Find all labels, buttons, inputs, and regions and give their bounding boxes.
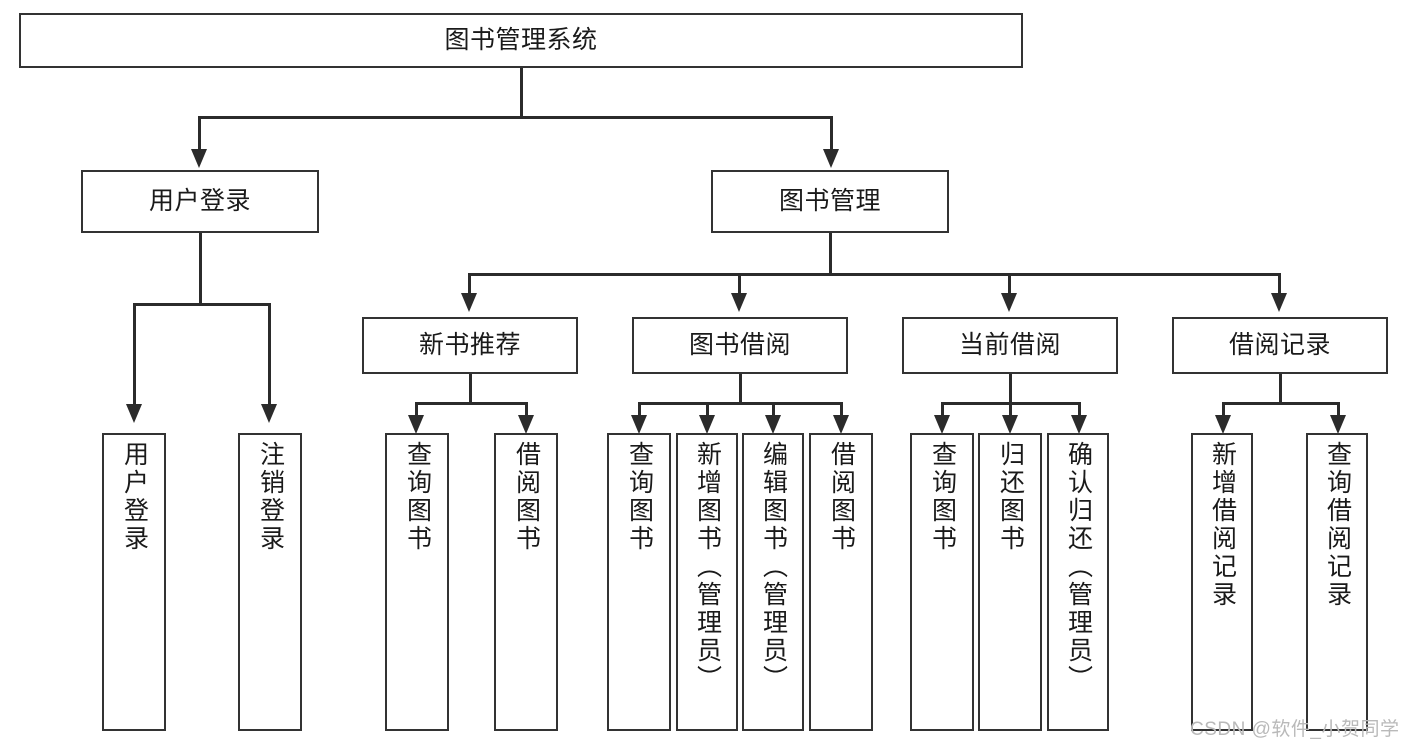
connector-current-borrow-leaf-1 <box>941 402 944 420</box>
node-new-book-recommend[interactable]: 新书推荐 <box>362 317 578 374</box>
connector-book-manage-bus <box>468 273 1280 276</box>
connector-current-borrow-leaf-3 <box>1078 402 1081 420</box>
connector-user-login-bus <box>133 303 270 306</box>
leaf-user-login[interactable]: 用户登录 <box>102 433 166 731</box>
connector-book-manage-stem <box>829 233 832 273</box>
connector-root-stem <box>520 68 523 116</box>
arrowhead-current-borrow-leaf-2 <box>1002 415 1018 434</box>
node-label: 图书管理系统 <box>444 25 598 54</box>
node-label: 编辑图书（管理员） <box>759 441 788 693</box>
node-label: 借阅图书 <box>827 441 856 553</box>
arrowhead-book-manage <box>823 149 839 168</box>
arrowhead-current-borrow <box>1001 293 1017 312</box>
arrowhead-new-book-leaf-2 <box>518 415 534 434</box>
leaf-current-query-book[interactable]: 查询图书 <box>910 433 974 731</box>
connector-to-current-borrow <box>1008 273 1011 297</box>
node-label: 确认归还（管理员） <box>1064 441 1093 693</box>
node-label: 新增借阅记录 <box>1208 441 1237 609</box>
connector-to-borrow-record <box>1278 273 1281 297</box>
node-label: 借阅图书 <box>512 441 541 553</box>
arrowhead-book-borrow-leaf-2 <box>699 415 715 434</box>
arrowhead-new-book <box>461 293 477 312</box>
node-label: 当前借阅 <box>958 330 1061 359</box>
connector-current-borrow-leaf-2 <box>1009 402 1012 420</box>
connector-book-borrow-leaf-3 <box>772 402 775 420</box>
leaf-record-query-record[interactable]: 查询借阅记录 <box>1306 433 1368 731</box>
arrowhead-current-borrow-leaf-3 <box>1071 415 1087 434</box>
arrowhead-leaf-user-login <box>126 404 142 423</box>
connector-user-login-leaf-2 <box>268 303 271 407</box>
node-root-system[interactable]: 图书管理系统 <box>19 13 1023 68</box>
leaf-newbook-query-book[interactable]: 查询图书 <box>385 433 449 731</box>
connector-book-borrow-leaf-1 <box>638 402 641 420</box>
connector-new-book-leaf-2 <box>525 402 528 420</box>
node-label: 新增图书（管理员） <box>693 441 722 693</box>
connector-new-book-leaf-1 <box>415 402 418 420</box>
arrowhead-leaf-logout <box>261 404 277 423</box>
connector-to-book-borrow <box>738 273 741 297</box>
arrowhead-book-borrow <box>731 293 747 312</box>
node-current-borrow[interactable]: 当前借阅 <box>902 317 1118 374</box>
leaf-borrow-query-book[interactable]: 查询图书 <box>607 433 671 731</box>
connector-user-login-stem <box>199 233 202 303</box>
node-borrow-record[interactable]: 借阅记录 <box>1172 317 1388 374</box>
connector-current-borrow-stem <box>1009 374 1012 402</box>
leaf-current-confirm-return-admin[interactable]: 确认归还（管理员） <box>1047 433 1109 731</box>
node-book-management[interactable]: 图书管理 <box>711 170 949 233</box>
leaf-borrow-add-book-admin[interactable]: 新增图书（管理员） <box>676 433 738 731</box>
connector-book-borrow-leaf-2 <box>706 402 709 420</box>
node-label: 查询借阅记录 <box>1323 441 1352 609</box>
leaf-borrow-edit-book-admin[interactable]: 编辑图书（管理员） <box>742 433 804 731</box>
connector-new-book-stem <box>469 374 472 402</box>
node-book-borrow[interactable]: 图书借阅 <box>632 317 848 374</box>
arrowhead-user-login <box>191 149 207 168</box>
connector-borrow-record-stem <box>1279 374 1282 402</box>
arrowhead-new-book-leaf-1 <box>408 415 424 434</box>
node-label: 用户登录 <box>120 441 149 553</box>
arrowhead-current-borrow-leaf-1 <box>934 415 950 434</box>
arrowhead-borrow-record-leaf-2 <box>1330 415 1346 434</box>
node-label: 查询图书 <box>928 441 957 553</box>
node-label: 新书推荐 <box>418 330 521 359</box>
node-label: 注销登录 <box>256 441 285 553</box>
node-label: 图书借阅 <box>688 330 791 359</box>
arrowhead-book-borrow-leaf-3 <box>765 415 781 434</box>
connector-to-new-book <box>468 273 471 297</box>
connector-borrow-record-leaf-1 <box>1222 402 1225 420</box>
connector-new-book-bus <box>415 402 527 405</box>
connector-borrow-record-bus <box>1222 402 1339 405</box>
node-label: 借阅记录 <box>1228 330 1331 359</box>
leaf-current-return-book[interactable]: 归还图书 <box>978 433 1042 731</box>
connector-root-to-book-manage <box>830 116 833 152</box>
connector-user-login-leaf-1 <box>133 303 136 407</box>
connector-book-borrow-bus <box>638 402 842 405</box>
connector-root-to-user-login <box>198 116 201 152</box>
arrowhead-book-borrow-leaf-1 <box>631 415 647 434</box>
connector-book-borrow-leaf-4 <box>840 402 843 420</box>
arrowhead-book-borrow-leaf-4 <box>833 415 849 434</box>
arrowhead-borrow-record-leaf-1 <box>1215 415 1231 434</box>
leaf-borrow-borrow-book[interactable]: 借阅图书 <box>809 433 873 731</box>
node-label: 用户登录 <box>148 186 251 215</box>
connector-book-borrow-stem <box>739 374 742 402</box>
node-user-login[interactable]: 用户登录 <box>81 170 319 233</box>
arrowhead-borrow-record <box>1271 293 1287 312</box>
connector-borrow-record-leaf-2 <box>1337 402 1340 420</box>
node-label: 归还图书 <box>996 441 1025 553</box>
connector-root-bus <box>198 116 833 119</box>
node-label: 查询图书 <box>625 441 654 553</box>
leaf-newbook-borrow-book[interactable]: 借阅图书 <box>494 433 558 731</box>
node-label: 图书管理 <box>778 186 881 215</box>
leaf-record-add-record[interactable]: 新增借阅记录 <box>1191 433 1253 731</box>
node-label: 查询图书 <box>403 441 432 553</box>
leaf-logout[interactable]: 注销登录 <box>238 433 302 731</box>
